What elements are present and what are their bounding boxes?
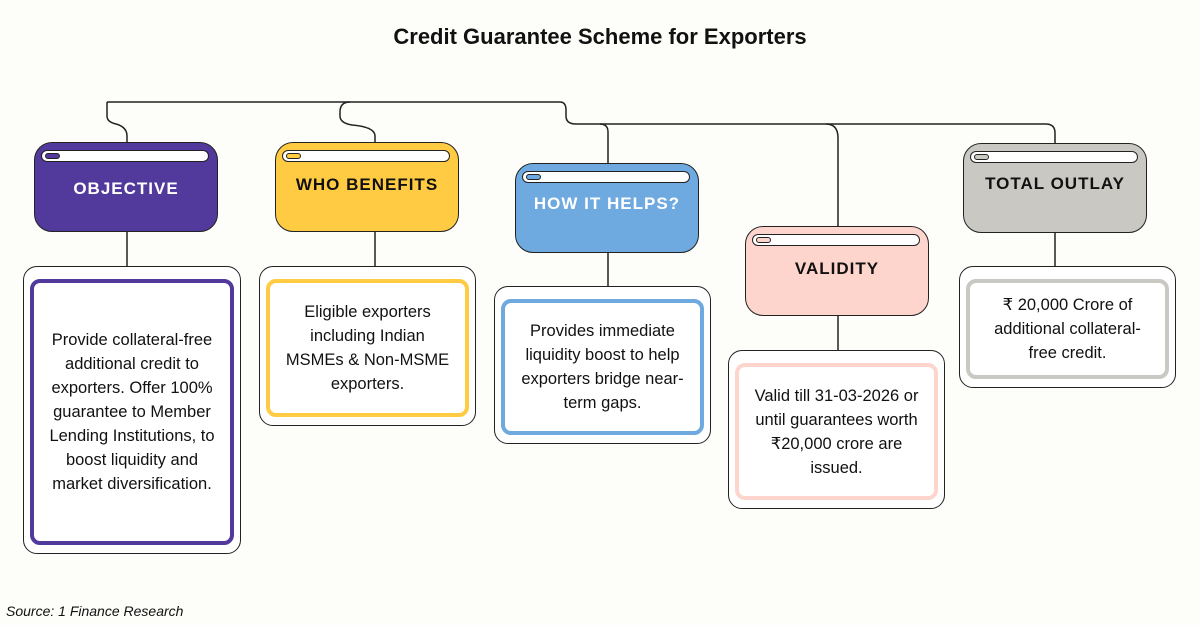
validity-header: VALIDITY	[745, 226, 929, 316]
connector-who-benefits	[339, 101, 376, 142]
connector-how-it-helps	[599, 123, 609, 163]
who-benefits-text: Eligible exporters including Indian MSME…	[266, 279, 469, 417]
window-bar	[970, 151, 1138, 163]
how-it-helps-header: HOW IT HELPS?	[515, 163, 699, 253]
window-dot	[526, 173, 541, 180]
validity-text: Valid till 31-03-2026 or until guarantee…	[735, 363, 938, 500]
who-benefits-header: WHO BENEFITS	[275, 142, 459, 232]
total-outlay-card: ₹ 20,000 Crore of additional collateral-…	[959, 266, 1176, 388]
connector-trunk	[107, 101, 1056, 143]
how-it-helps-heading: HOW IT HELPS?	[533, 194, 681, 213]
who-benefits-card: Eligible exporters including Indian MSME…	[259, 266, 476, 426]
connector-objective	[106, 102, 128, 142]
window-dot	[286, 152, 301, 159]
source-note: Source: 1 Finance Research	[6, 603, 184, 619]
how-it-helps-text: Provides immediate liquidity boost to he…	[501, 299, 704, 435]
diagram-title: Credit Guarantee Scheme for Exporters	[393, 24, 807, 49]
window-dot	[756, 236, 771, 243]
objective-text: Provide collateral-free additional credi…	[30, 279, 234, 545]
validity-card: Valid till 31-03-2026 or until guarantee…	[728, 350, 945, 509]
total-outlay-heading: TOTAL OUTLAY	[985, 174, 1125, 193]
window-bar	[41, 150, 209, 162]
objective-header: OBJECTIVE	[34, 142, 218, 232]
objective-heading: OBJECTIVE	[73, 179, 179, 198]
objective-card: Provide collateral-free additional credi…	[23, 266, 241, 554]
total-outlay-text: ₹ 20,000 Crore of additional collateral-…	[966, 279, 1169, 379]
validity-heading: VALIDITY	[794, 259, 880, 278]
window-bar	[522, 171, 690, 183]
window-dot	[45, 152, 60, 159]
how-it-helps-card: Provides immediate liquidity boost to he…	[494, 286, 711, 444]
connector-validity	[825, 123, 839, 226]
window-bar	[282, 150, 450, 162]
who-benefits-heading: WHO BENEFITS	[295, 175, 439, 194]
window-bar	[752, 234, 920, 246]
window-dot	[974, 153, 989, 160]
total-outlay-header: TOTAL OUTLAY	[963, 143, 1147, 233]
